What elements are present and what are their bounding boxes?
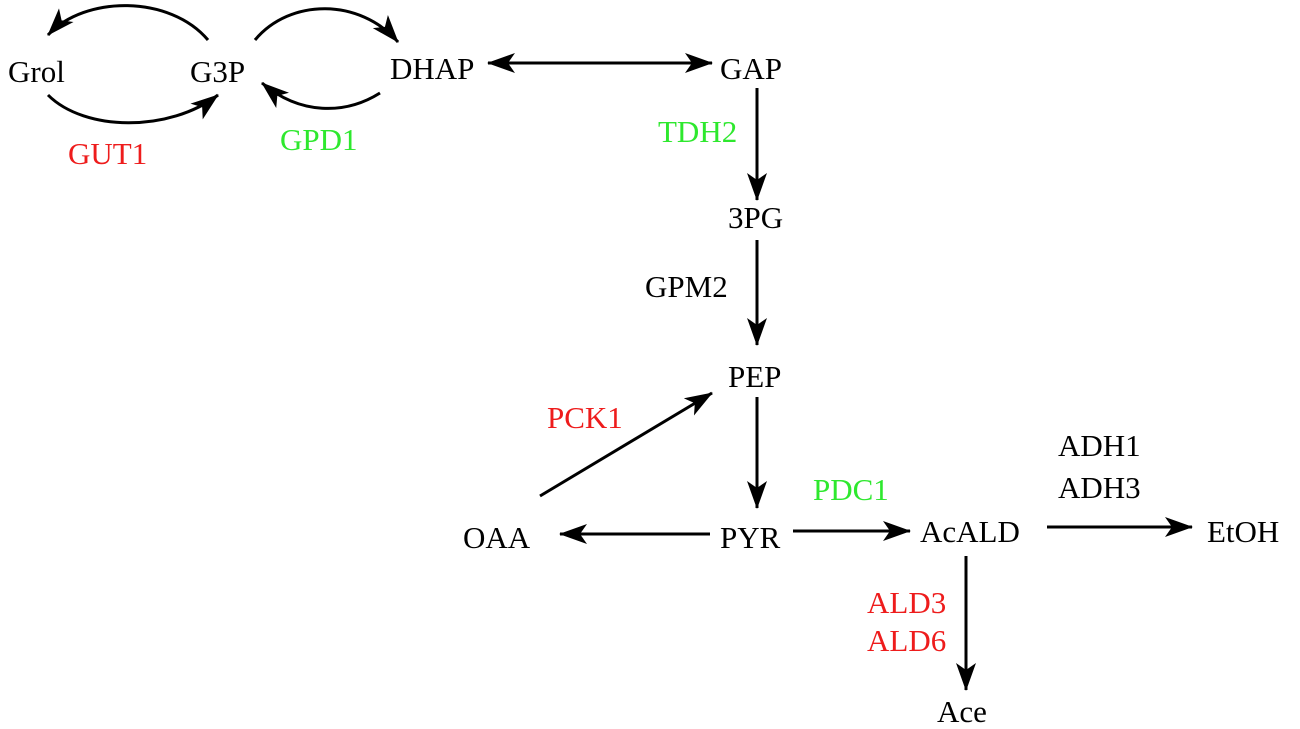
metabolite-acald: AcALD	[920, 514, 1020, 549]
metabolite-pyr: PYR	[720, 520, 781, 555]
metabolite-g3p: G3P	[190, 54, 245, 89]
enzyme-gpd1: GPD1	[280, 122, 358, 157]
enzyme-gpm2: GPM2	[645, 269, 728, 304]
enzyme-adh1: ADH1	[1058, 428, 1141, 463]
enzyme-ald6: ALD6	[867, 623, 946, 658]
enzyme-gut1: GUT1	[68, 136, 147, 171]
metabolite-ace: Ace	[937, 694, 987, 729]
metabolite-dhap: DHAP	[390, 51, 474, 86]
metabolite-oaa: OAA	[463, 520, 531, 555]
metabolite-gap: GAP	[720, 51, 782, 86]
edge-dhap-to-g3p	[261, 81, 381, 110]
edge-g3p-to-grol	[46, 4, 210, 41]
edge-oaa-to-pep	[539, 391, 713, 498]
enzyme-ald3: ALD3	[867, 585, 946, 620]
metabolite-3pg: 3PG	[728, 200, 783, 235]
enzyme-pck1: PCK1	[547, 400, 623, 435]
metabolite-etoh: EtOH	[1207, 514, 1279, 549]
enzyme-tdh2: TDH2	[658, 114, 737, 149]
edge-g3p-to-dhap	[253, 7, 400, 43]
enzyme-adh3: ADH3	[1058, 470, 1141, 505]
metabolite-grol: Grol	[8, 54, 65, 89]
metabolite-pep: PEP	[728, 359, 781, 394]
edge-grol-to-g3p	[46, 93, 219, 125]
enzyme-pdc1: PDC1	[813, 472, 889, 507]
